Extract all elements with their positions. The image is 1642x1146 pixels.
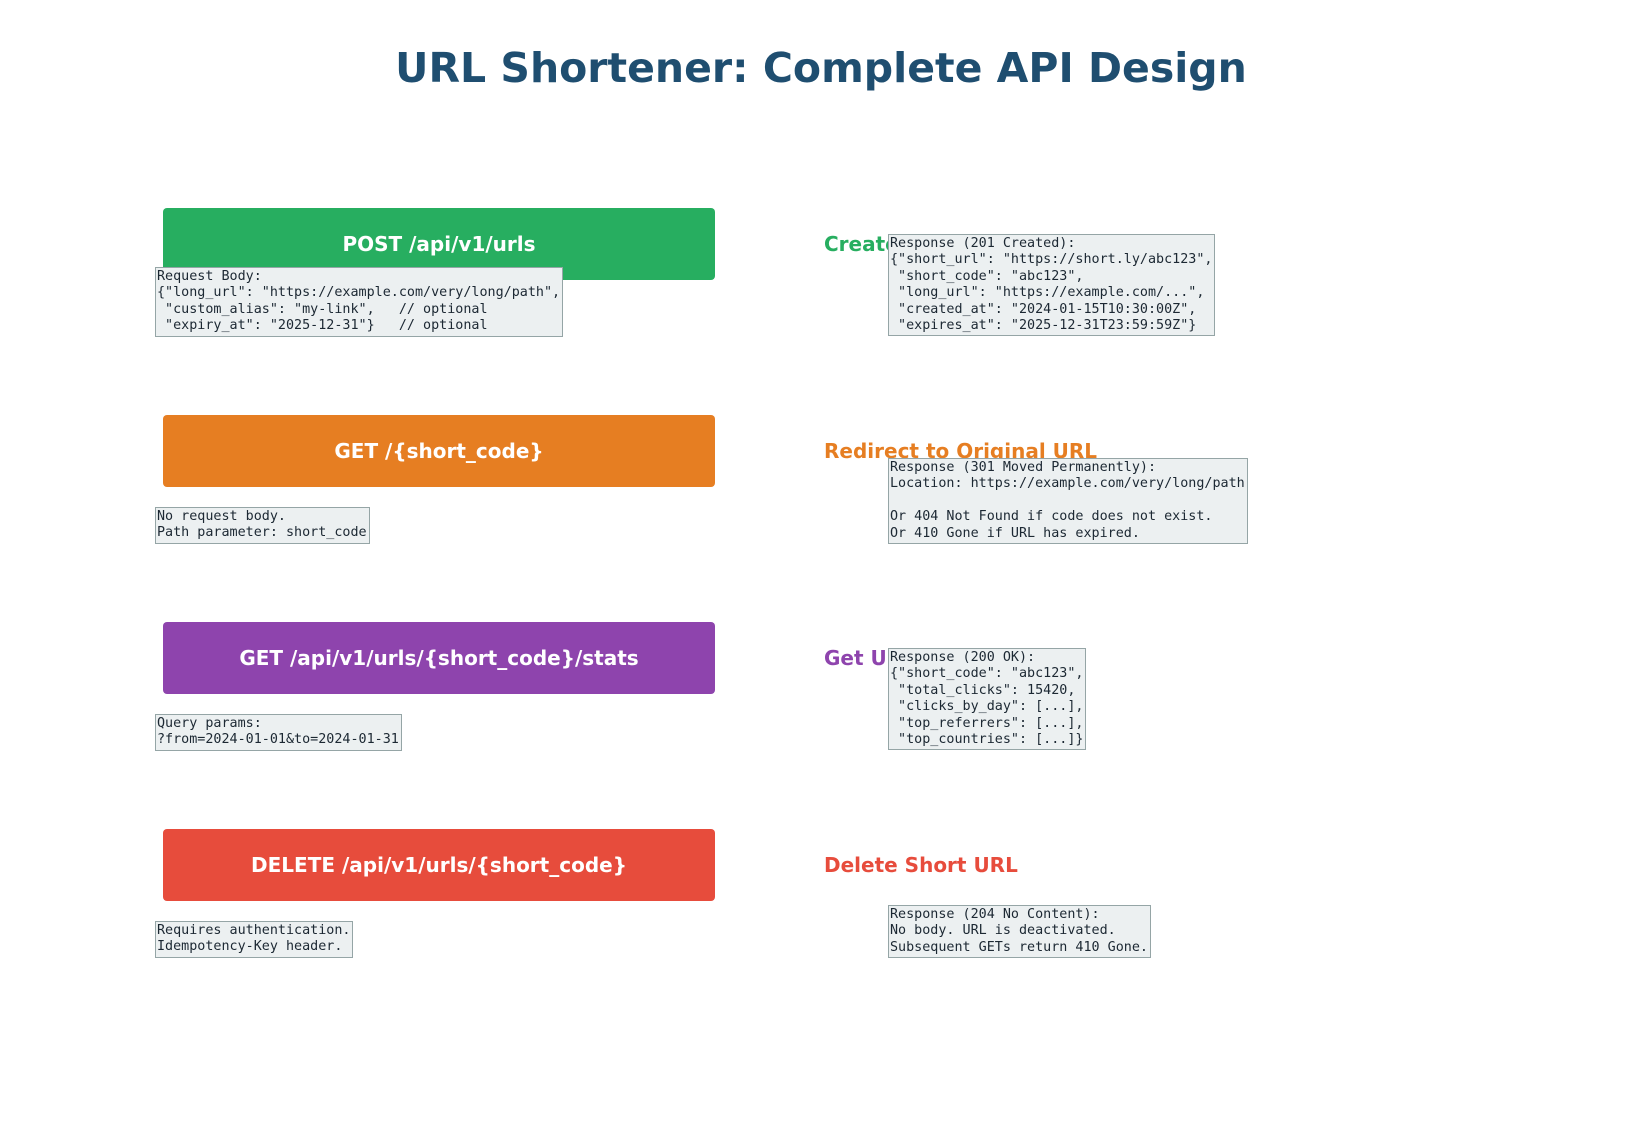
endpoint-description: Delete Short URL	[824, 853, 1018, 877]
request-details-box: Request Body: {"long_url": "https://exam…	[155, 267, 564, 337]
endpoint-method-path-label: DELETE /api/v1/urls/{short_code}	[251, 853, 627, 877]
endpoint-row-stats: GET /api/v1/urls/{short_code}/stats Get …	[0, 622, 1642, 832]
response-details-box: Response (204 No Content): No body. URL …	[888, 905, 1151, 959]
endpoint-method-path-label: GET /{short_code}	[334, 439, 544, 463]
response-details-box: Response (200 OK): {"short_code": "abc12…	[888, 648, 1087, 751]
request-details-box: Query params: ?from=2024-01-01&to=2024-0…	[155, 714, 402, 751]
endpoint-method-path-label: GET /api/v1/urls/{short_code}/stats	[239, 646, 639, 670]
response-details-box: Response (201 Created): {"short_url": "h…	[888, 234, 1216, 337]
request-details-box: No request body. Path parameter: short_c…	[155, 507, 370, 544]
endpoint-method-path-box: GET /api/v1/urls/{short_code}/stats	[163, 622, 715, 694]
endpoint-method-path-box: GET /{short_code}	[163, 415, 715, 487]
request-details-box: Requires authentication. Idempotency-Key…	[155, 921, 354, 958]
endpoint-method-path-label: POST /api/v1/urls	[342, 232, 536, 256]
endpoint-row-delete: DELETE /api/v1/urls/{short_code} Delete …	[0, 829, 1642, 1039]
endpoint-method-path-box: DELETE /api/v1/urls/{short_code}	[163, 829, 715, 901]
endpoint-row-redirect: GET /{short_code} Redirect to Original U…	[0, 415, 1642, 625]
endpoint-row-create: POST /api/v1/urls Create Short URL Reque…	[0, 208, 1642, 418]
response-details-box: Response (301 Moved Permanently): Locati…	[888, 458, 1248, 545]
diagram-title: URL Shortener: Complete API Design	[395, 44, 1247, 92]
